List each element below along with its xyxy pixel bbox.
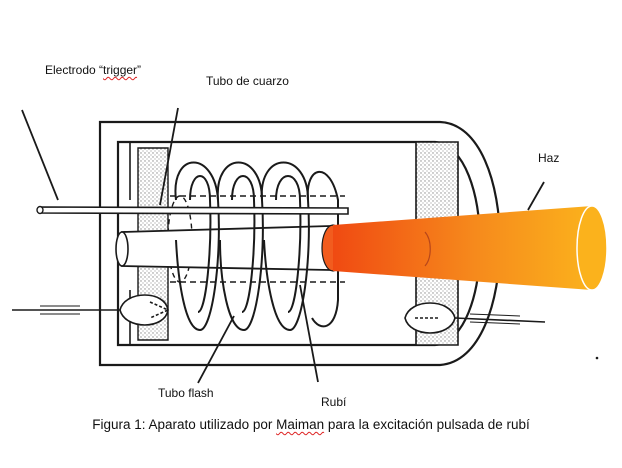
label-trigger-electrode: Electrodo “trigger” — [45, 63, 141, 77]
stray-dot — [595, 356, 599, 360]
label-flash-tube: Tubo flash — [158, 386, 214, 400]
label-beam: Haz — [538, 151, 560, 165]
figure-caption: Figura 1: Aparato utilizado por Maiman p… — [0, 417, 622, 432]
flash-tube-coils — [174, 161, 339, 332]
label-quartz-tube: Tubo de cuarzo — [206, 74, 289, 88]
label-trigger-suffix: ” — [137, 63, 142, 77]
caption-after: para la excitación pulsada de rubí — [324, 417, 530, 432]
pointer-trigger — [21, 109, 59, 201]
label-ruby: Rubí — [321, 395, 347, 409]
caption-name: Maiman — [276, 417, 325, 432]
label-trigger-word: trigger — [103, 63, 138, 77]
pointer-ruby — [299, 284, 319, 383]
trigger-electrode — [36, 205, 349, 215]
pointer-flash — [197, 315, 235, 384]
label-trigger-prefix: Electrodo “ — [45, 63, 104, 77]
laser-beam — [333, 205, 608, 291]
left-electrode — [12, 294, 170, 326]
beam-end — [576, 205, 608, 291]
pointer-quartz — [159, 107, 179, 206]
pointers — [21, 107, 545, 384]
pointer-beam — [527, 181, 545, 211]
caption-before: Figura 1: Aparato utilizado por — [92, 417, 277, 432]
ruby-rod — [115, 224, 345, 272]
right-electrode — [404, 302, 546, 334]
